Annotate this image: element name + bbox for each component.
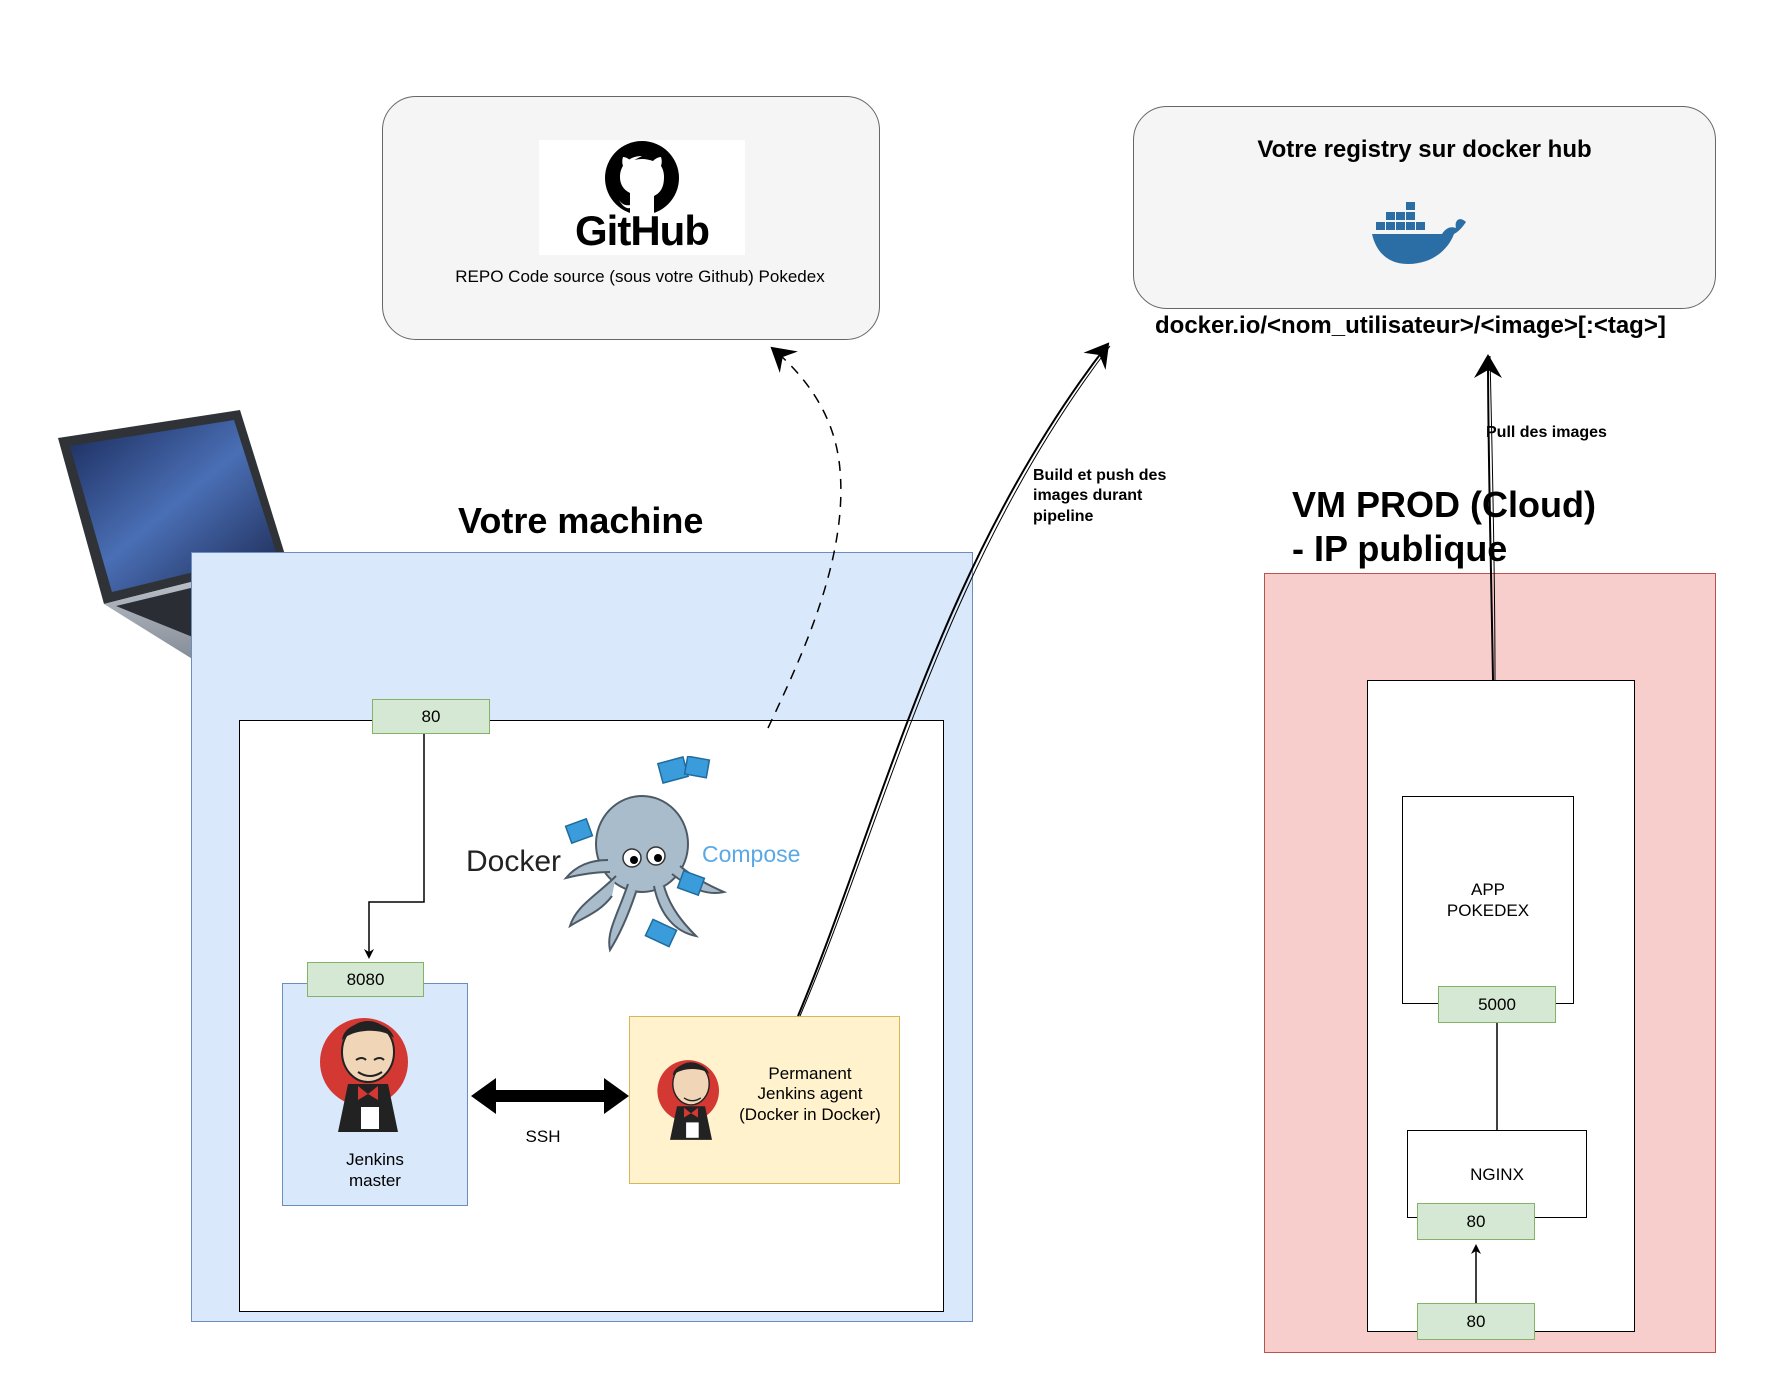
jenkins-agent-label-2: Jenkins agent [757, 1084, 863, 1103]
build-push-label-3: pipeline [1033, 508, 1094, 525]
docker-compose-text-right: Compose [702, 841, 801, 867]
registry-box [1133, 106, 1716, 309]
ssh-label: SSH [525, 1127, 561, 1146]
build-push-arrow [797, 342, 1110, 1017]
github-octocat-icon [605, 141, 679, 217]
machine-port-80: 80 [372, 699, 490, 734]
build-push-label-2: images durant [1033, 487, 1143, 504]
pull-label: Pull des images [1486, 424, 1607, 441]
ssh-double-arrow [471, 1078, 629, 1114]
app-port-5000: 5000 [1438, 986, 1556, 1023]
registry-title: Votre registry sur docker hub [1257, 136, 1592, 163]
nginx-label: NGINX [1470, 1165, 1524, 1184]
github-logo-text: GitHub [575, 207, 710, 254]
app-pokedex-box [1402, 796, 1574, 1004]
registry-path: docker.io/<nom_utilisateur>/<image>[:<ta… [1155, 312, 1666, 339]
docker-compose-text-left: Docker [466, 845, 562, 878]
build-push-label-1: Build et push des [1033, 467, 1167, 484]
jenkins-master-label-2: master [349, 1171, 401, 1190]
jenkins-agent-label-3: (Docker in Docker) [739, 1105, 881, 1124]
pull-arrow [1474, 354, 1503, 681]
git-dashed-arrow [767, 346, 842, 729]
jenkins-agent-label-1: Permanent [768, 1064, 852, 1083]
prod-title-2: - IP publique [1292, 528, 1508, 569]
docker-compose-octopus-icon [563, 756, 728, 953]
app-label-2: POKEDEX [1446, 901, 1530, 920]
prod-title-1: VM PROD (Cloud) [1292, 484, 1596, 525]
github-logo: GitHub [539, 140, 745, 255]
machine-title: Votre machine [458, 500, 704, 541]
nginx-port-80: 80 [1417, 1203, 1535, 1240]
port-80-to-8080-connector [364, 734, 425, 959]
jenkins-master-port: 8080 [307, 962, 424, 997]
github-caption: REPO Code source (sous votre Github) Pok… [455, 267, 825, 286]
prod-host-port-80: 80 [1417, 1303, 1535, 1340]
jenkins-butler-icon [320, 1018, 408, 1132]
jenkins-master-label-1: Jenkins [346, 1150, 404, 1169]
docker-whale-icon [1372, 202, 1466, 264]
app-label-1: APP [1470, 880, 1506, 899]
jenkins-agent-butler-icon [657, 1060, 719, 1140]
